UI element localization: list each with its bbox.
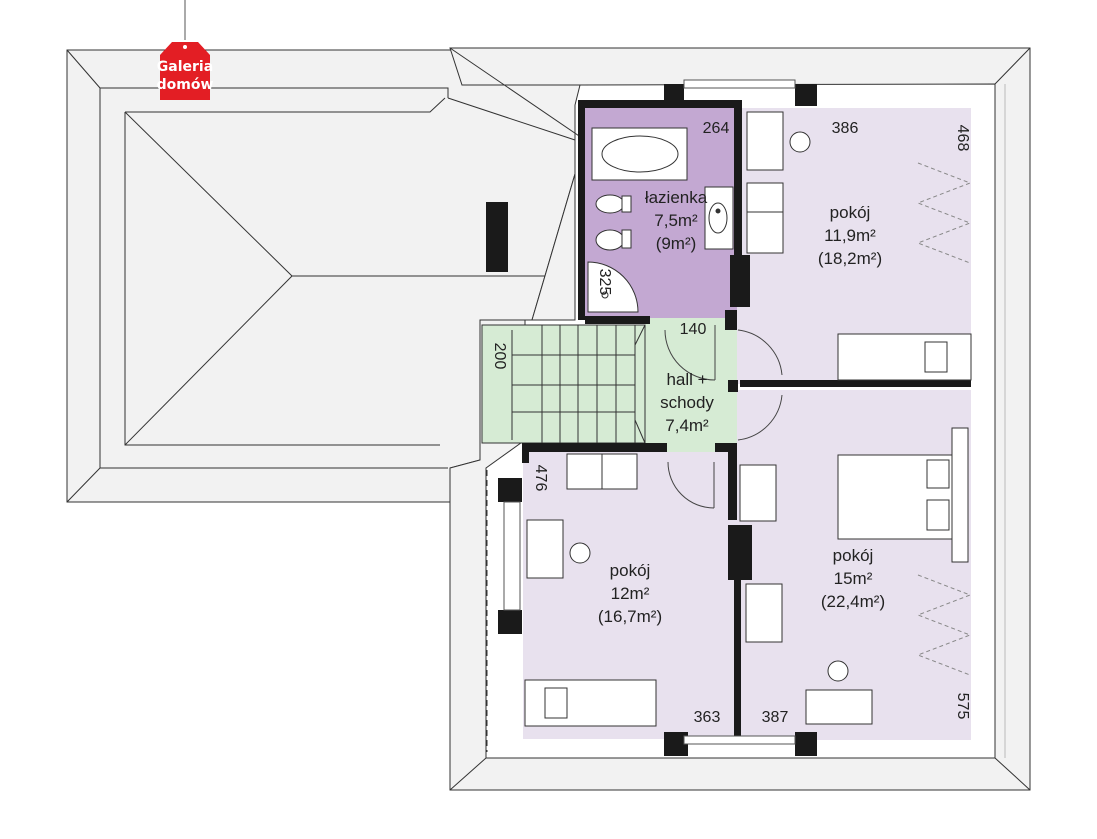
- dim-hall-width: 140: [680, 321, 707, 338]
- dim-stairs: 200: [491, 343, 508, 370]
- room-se-gross: (22,4m²): [821, 592, 885, 611]
- room-se-name: pokój: [833, 546, 874, 565]
- dim-room-se-height: 575: [954, 693, 971, 720]
- room-se-fill: [737, 390, 971, 740]
- bathroom-name: łazienka: [645, 188, 708, 207]
- hall-name: hall +: [666, 370, 707, 389]
- chimney: [486, 202, 508, 272]
- room-sw-name: pokój: [610, 561, 651, 580]
- room-ne-name: pokój: [830, 203, 871, 222]
- bathroom-gross: (9m²): [656, 234, 697, 253]
- room-sw-gross: (16,7m²): [598, 607, 662, 626]
- room-ne-area: 11,9m²: [824, 226, 876, 245]
- hall-area: 7,4m²: [665, 416, 709, 435]
- hall-fill: [645, 318, 737, 453]
- dim-shower: 325: [596, 269, 613, 296]
- dim-room-sw-height: 476: [532, 465, 549, 492]
- furniture: [524, 111, 972, 727]
- stairs-fill: [482, 325, 645, 443]
- door-swings: [664, 325, 783, 509]
- logo-line1: Galeria: [157, 59, 213, 75]
- dim-room-ne-height: 468: [954, 125, 971, 152]
- bathroom-area: 7,5m²: [654, 211, 698, 230]
- room-ne-gross: (18,2m²): [818, 249, 882, 268]
- room-se-area: 15m²: [834, 569, 873, 588]
- room-sw-area: 12m²: [611, 584, 650, 603]
- walls: [498, 84, 971, 756]
- dim-room-sw-width: 363: [694, 709, 721, 726]
- hall-name2: schody: [660, 393, 714, 412]
- logo: Galeria domów: [157, 0, 214, 100]
- roof-left: [66, 49, 586, 503]
- dim-room-ne-width: 386: [832, 120, 859, 137]
- bathroom-fixtures: [587, 127, 734, 313]
- windows: [503, 79, 796, 745]
- stairs: [481, 324, 646, 444]
- logo-line2: domów: [157, 77, 214, 93]
- dim-bath-width: 264: [703, 120, 730, 137]
- dim-room-se-width: 387: [762, 709, 789, 726]
